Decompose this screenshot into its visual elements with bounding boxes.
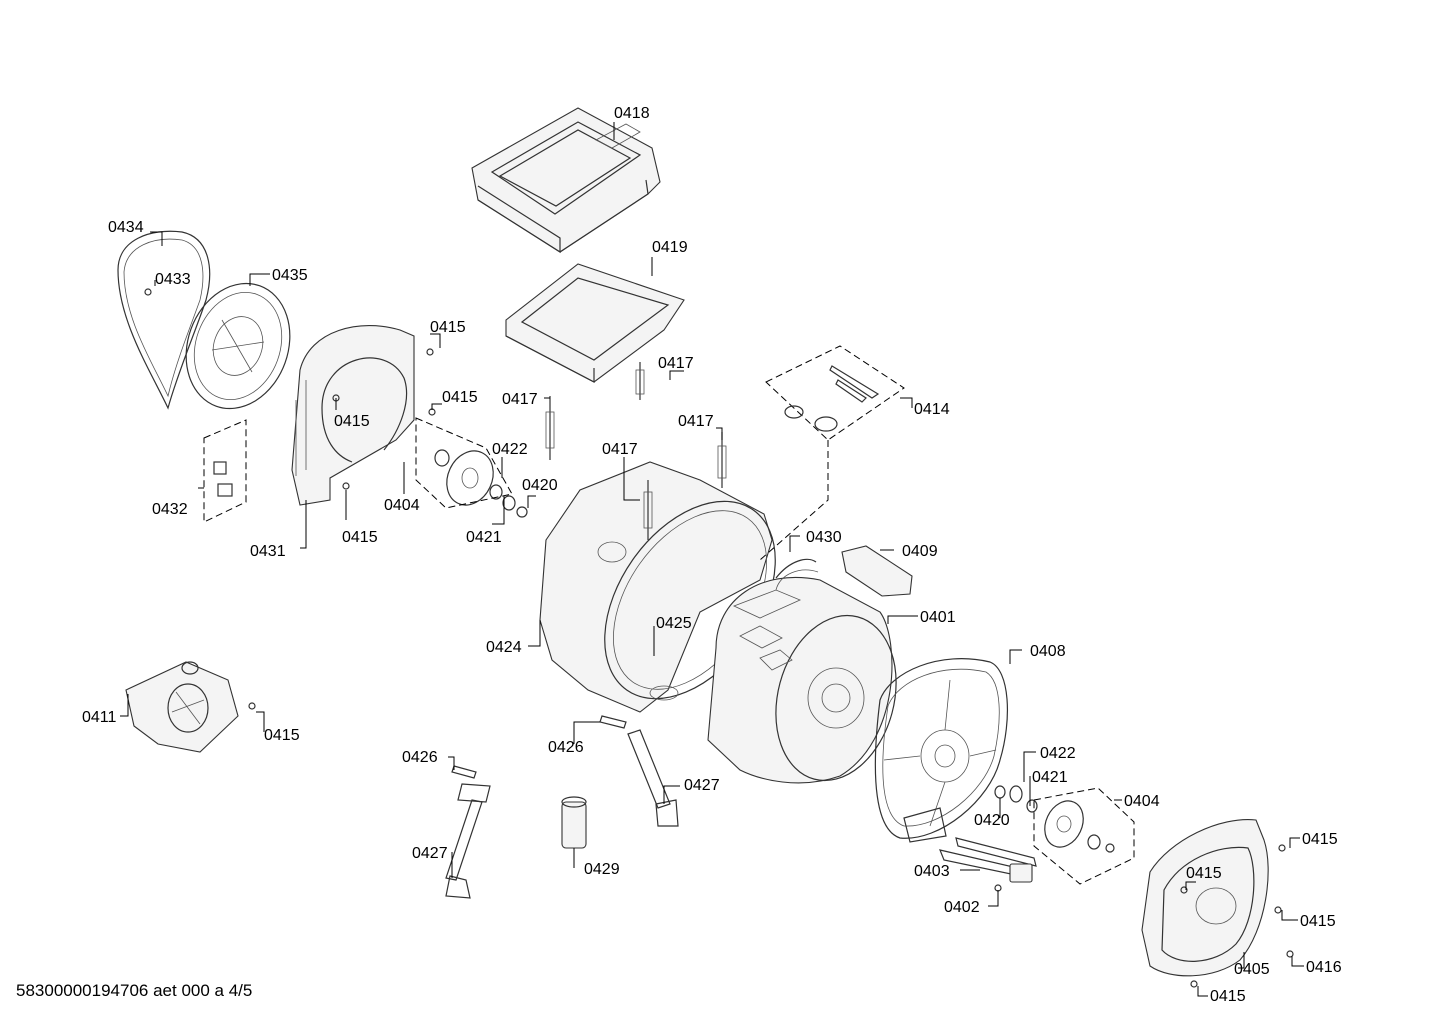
part-labels: 0418 0419 0434 0433 0435 0415 0415 0415 … (82, 105, 1342, 1005)
label-0404: 0404 (384, 497, 420, 514)
part-0434-seal-ring (117, 230, 211, 410)
part-0405-rear-cover (1141, 819, 1269, 977)
label-0418: 0418 (614, 105, 650, 122)
part-0432-kit (203, 419, 247, 523)
label-0415: 0415 (430, 319, 466, 336)
part-0403-heater (939, 837, 1037, 883)
label-0404: 0404 (1124, 793, 1160, 810)
part-0426-pins (451, 715, 627, 779)
label-0417: 0417 (602, 441, 638, 458)
label-0415: 0415 (264, 727, 300, 744)
label-0434: 0434 (108, 219, 144, 236)
label-0417: 0417 (502, 391, 538, 408)
part-0427-damper-left (445, 783, 491, 899)
label-0409: 0409 (902, 543, 938, 560)
label-0408: 0408 (1030, 643, 1066, 660)
label-0425: 0425 (656, 615, 692, 632)
label-0401: 0401 (920, 609, 956, 626)
part-pulley-left (434, 449, 528, 518)
leader-lines (120, 122, 1304, 997)
part-0408-tub-cross (874, 658, 1008, 843)
label-0422: 0422 (1040, 745, 1076, 762)
label-0411: 0411 (82, 709, 117, 726)
label-0414: 0414 (914, 401, 950, 418)
label-0405: 0405 (1234, 961, 1270, 978)
label-0416: 0416 (1306, 959, 1342, 976)
label-0426: 0426 (548, 739, 584, 756)
label-0422: 0422 (492, 441, 528, 458)
part-0418-top-lid-ring (471, 107, 661, 254)
label-0415: 0415 (442, 389, 478, 406)
label-0420: 0420 (974, 812, 1010, 829)
label-0429: 0429 (584, 861, 620, 878)
label-0415: 0415 (1210, 988, 1246, 1005)
part-0424-tub (539, 461, 776, 713)
label-0421: 0421 (466, 529, 502, 546)
label-0431: 0431 (250, 543, 286, 560)
part-0430-belt (775, 558, 817, 579)
part-0409-lifter (841, 545, 913, 597)
label-0415: 0415 (334, 413, 370, 430)
label-0417: 0417 (678, 413, 714, 430)
label-0427: 0427 (412, 845, 448, 862)
part-0411-pump (125, 661, 239, 753)
label-0415: 0415 (1302, 831, 1338, 848)
label-0426: 0426 (402, 749, 438, 766)
part-0417-springs (545, 362, 727, 540)
label-0415: 0415 (342, 529, 378, 546)
part-0404-group-left (415, 417, 513, 509)
label-0430: 0430 (806, 529, 842, 546)
part-0427-damper-right (627, 729, 679, 827)
part-0431-rear-tub-half (291, 325, 415, 506)
label-0427: 0427 (684, 777, 720, 794)
label-0421: 0421 (1032, 769, 1068, 786)
label-0433: 0433 (155, 271, 191, 288)
label-0417: 0417 (658, 355, 694, 372)
part-0429-foot (561, 796, 587, 849)
label-0415: 0415 (1186, 865, 1222, 882)
label-0402: 0402 (944, 899, 980, 916)
part-pulley-right (994, 785, 1115, 853)
part-0404-group-right (1033, 787, 1135, 885)
part-0414-kit (759, 345, 905, 561)
label-0403: 0403 (914, 863, 950, 880)
label-0419: 0419 (652, 239, 688, 256)
label-0424: 0424 (486, 639, 522, 656)
document-footer-id: 58300000194706 aet 000 a 4/5 (16, 981, 252, 1000)
part-0435-front-cover (185, 282, 291, 410)
label-0435: 0435 (272, 267, 308, 284)
label-0432: 0432 (152, 501, 188, 518)
part-0419-frame (505, 263, 685, 383)
label-0420: 0420 (522, 477, 558, 494)
label-0415: 0415 (1300, 913, 1336, 930)
